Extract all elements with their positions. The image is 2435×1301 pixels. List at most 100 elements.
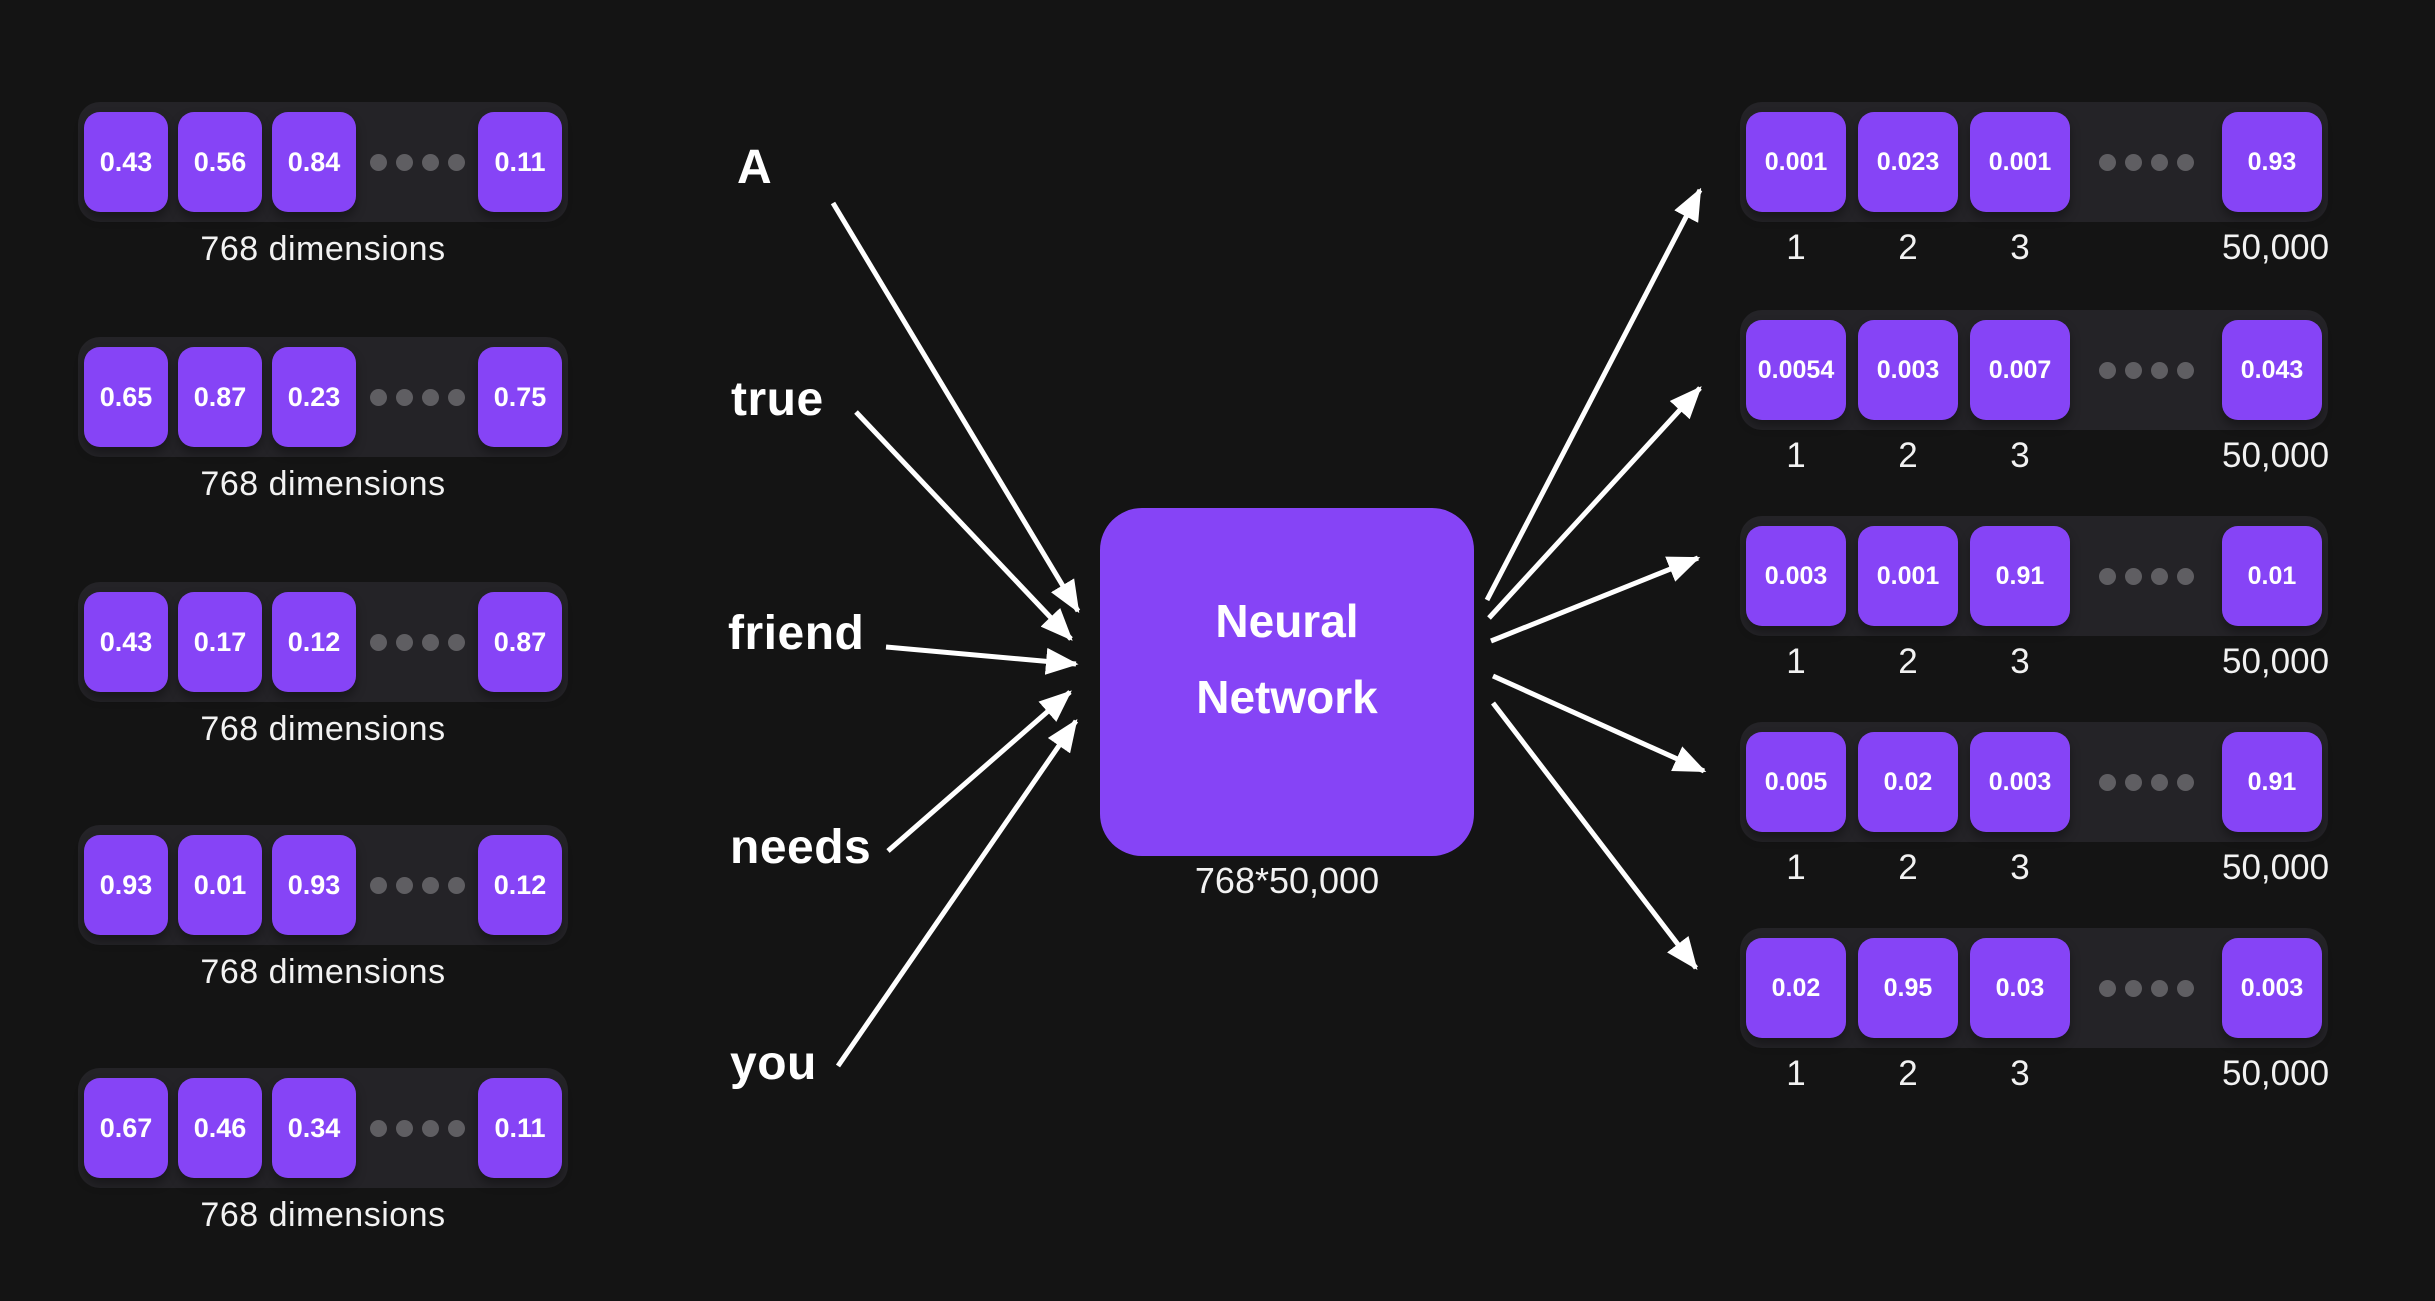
- token-index: 1: [1786, 1054, 1806, 1093]
- dimensions-label: 768 dimensions: [200, 1196, 446, 1234]
- dimensions-label: 768 dimensions: [200, 953, 446, 991]
- input-arrow-friend: [885, 644, 1079, 675]
- probability-cell: 0.007: [1970, 320, 2070, 420]
- output-row-box: 0.003 0.001 0.91 0.01: [1740, 516, 2328, 636]
- probability-cell: 0.003: [1858, 320, 1958, 420]
- embedding-value-cell: 0.12: [478, 835, 562, 935]
- probability-cell: 0.043: [2222, 320, 2322, 420]
- token-index: 3: [2010, 228, 2030, 267]
- ellipsis-dots: [366, 153, 468, 171]
- probability-cell: 0.001: [1970, 112, 2070, 212]
- input-word: A: [737, 141, 773, 194]
- token-index: 50,000: [2222, 848, 2330, 887]
- token-index-labels: 1 2 3 50,000: [1740, 1054, 2330, 1094]
- neural-network-title-line1: Neural: [1215, 595, 1359, 647]
- output-row-box: 0.005 0.02 0.003 0.91: [1740, 722, 2328, 842]
- output-arrow-3: [1490, 555, 1701, 644]
- output-row-box: 0.001 0.023 0.001 0.93: [1740, 102, 2328, 222]
- embedding-value-cell: 0.84: [272, 112, 356, 212]
- input-arrow-true: [854, 410, 1073, 641]
- token-index: 1: [1786, 228, 1806, 267]
- token-index: 50,000: [2222, 436, 2330, 475]
- probability-cell: 0.003: [1746, 526, 1846, 626]
- token-index: 1: [1786, 436, 1806, 475]
- token-index-labels: 1 2 3 50,000: [1740, 848, 2330, 888]
- embedding-row: 0.93 0.01 0.93 0.12 768 dimensions: [78, 825, 568, 992]
- probability-cell: 0.023: [1858, 112, 1958, 212]
- ellipsis-dots: [2082, 773, 2210, 791]
- embedding-value-cell: 0.12: [272, 592, 356, 692]
- embedding-value-cell: 0.17: [178, 592, 262, 692]
- dimensions-label: 768 dimensions: [200, 230, 446, 268]
- embedding-value-cell: 0.56: [178, 112, 262, 212]
- embedding-value-cell: 0.93: [84, 835, 168, 935]
- dimensions-label: 768 dimensions: [200, 710, 446, 748]
- ellipsis-dots: [2082, 153, 2210, 171]
- token-index: 1: [1786, 848, 1806, 887]
- token-index-labels: 1 2 3 50,000: [1740, 228, 2330, 268]
- input-word: true: [731, 373, 824, 426]
- embedding-value-cell: 0.87: [178, 347, 262, 447]
- output-row: 0.003 0.001 0.91 0.01 1 2 3 50,000: [1740, 516, 2330, 682]
- embedding-row: 0.65 0.87 0.23 0.75 768 dimensions: [78, 337, 568, 504]
- token-index: 3: [2010, 436, 2030, 475]
- ellipsis-dots: [366, 876, 468, 894]
- token-index-labels: 1 2 3 50,000: [1740, 436, 2330, 476]
- ellipsis-dots: [2082, 567, 2210, 585]
- output-row: 0.0054 0.003 0.007 0.043 1 2 3 50,000: [1740, 310, 2330, 476]
- probability-cell: 0.93: [2222, 112, 2322, 212]
- input-word: needs: [730, 821, 872, 874]
- embedding-row-box: 0.43 0.56 0.84 0.11: [78, 102, 568, 222]
- token-index: 50,000: [2222, 228, 2330, 267]
- embedding-value-cell: 0.75: [478, 347, 562, 447]
- embedding-row: 0.43 0.17 0.12 0.87 768 dimensions: [78, 582, 568, 749]
- probability-cell: 0.001: [1746, 112, 1846, 212]
- output-row-box: 0.0054 0.003 0.007 0.043: [1740, 310, 2328, 430]
- embedding-value-cell: 0.01: [178, 835, 262, 935]
- output-arrow-2: [1487, 386, 1702, 620]
- probability-cell: 0.02: [1858, 732, 1958, 832]
- embedding-value-cell: 0.23: [272, 347, 356, 447]
- probability-cell: 0.003: [1970, 732, 2070, 832]
- output-arrow-5: [1491, 701, 1698, 970]
- embedding-value-cell: 0.11: [478, 1078, 562, 1178]
- embedding-value-cell: 0.34: [272, 1078, 356, 1178]
- probability-cell: 0.001: [1858, 526, 1958, 626]
- ellipsis-dots: [366, 633, 468, 651]
- token-index: 2: [1898, 642, 1918, 681]
- embedding-row: 0.67 0.46 0.34 0.11 768 dimensions: [78, 1068, 568, 1235]
- output-row: 0.02 0.95 0.03 0.003 1 2 3 50,000: [1740, 928, 2330, 1094]
- dimensions-label: 768 dimensions: [200, 465, 446, 503]
- ellipsis-dots: [2082, 979, 2210, 997]
- probability-cell: 0.003: [2222, 938, 2322, 1038]
- probability-cell: 0.02: [1746, 938, 1846, 1038]
- token-index: 3: [2010, 1054, 2030, 1093]
- token-index: 2: [1898, 1054, 1918, 1093]
- token-index: 2: [1898, 228, 1918, 267]
- neural-network-box: Neural Network: [1100, 508, 1474, 856]
- output-arrow-1: [1484, 187, 1703, 602]
- token-index: 2: [1898, 848, 1918, 887]
- embedding-value-cell: 0.43: [84, 592, 168, 692]
- output-row: 0.005 0.02 0.003 0.91 1 2 3 50,000: [1740, 722, 2330, 888]
- token-index: 3: [2010, 848, 2030, 887]
- probability-cell: 0.0054: [1746, 320, 1846, 420]
- network-size-caption: 768*50,000: [1194, 860, 1380, 901]
- probability-cell: 0.91: [1970, 526, 2070, 626]
- token-index: 2: [1898, 436, 1918, 475]
- neural-network-title-line2: Network: [1196, 671, 1378, 723]
- embedding-value-cell: 0.93: [272, 835, 356, 935]
- probability-cell: 0.01: [2222, 526, 2322, 626]
- output-arrow-4: [1491, 673, 1707, 774]
- ellipsis-dots: [2082, 361, 2210, 379]
- probability-cell: 0.95: [1858, 938, 1958, 1038]
- embedding-value-cell: 0.11: [478, 112, 562, 212]
- token-index: 50,000: [2222, 1054, 2330, 1093]
- embedding-row: 0.43 0.56 0.84 0.11 768 dimensions: [78, 102, 568, 269]
- token-index: 50,000: [2222, 642, 2330, 681]
- embedding-value-cell: 0.87: [478, 592, 562, 692]
- output-row-box: 0.02 0.95 0.03 0.003: [1740, 928, 2328, 1048]
- embedding-row-box: 0.43 0.17 0.12 0.87: [78, 582, 568, 702]
- output-row: 0.001 0.023 0.001 0.93 1 2 3 50,000: [1740, 102, 2330, 268]
